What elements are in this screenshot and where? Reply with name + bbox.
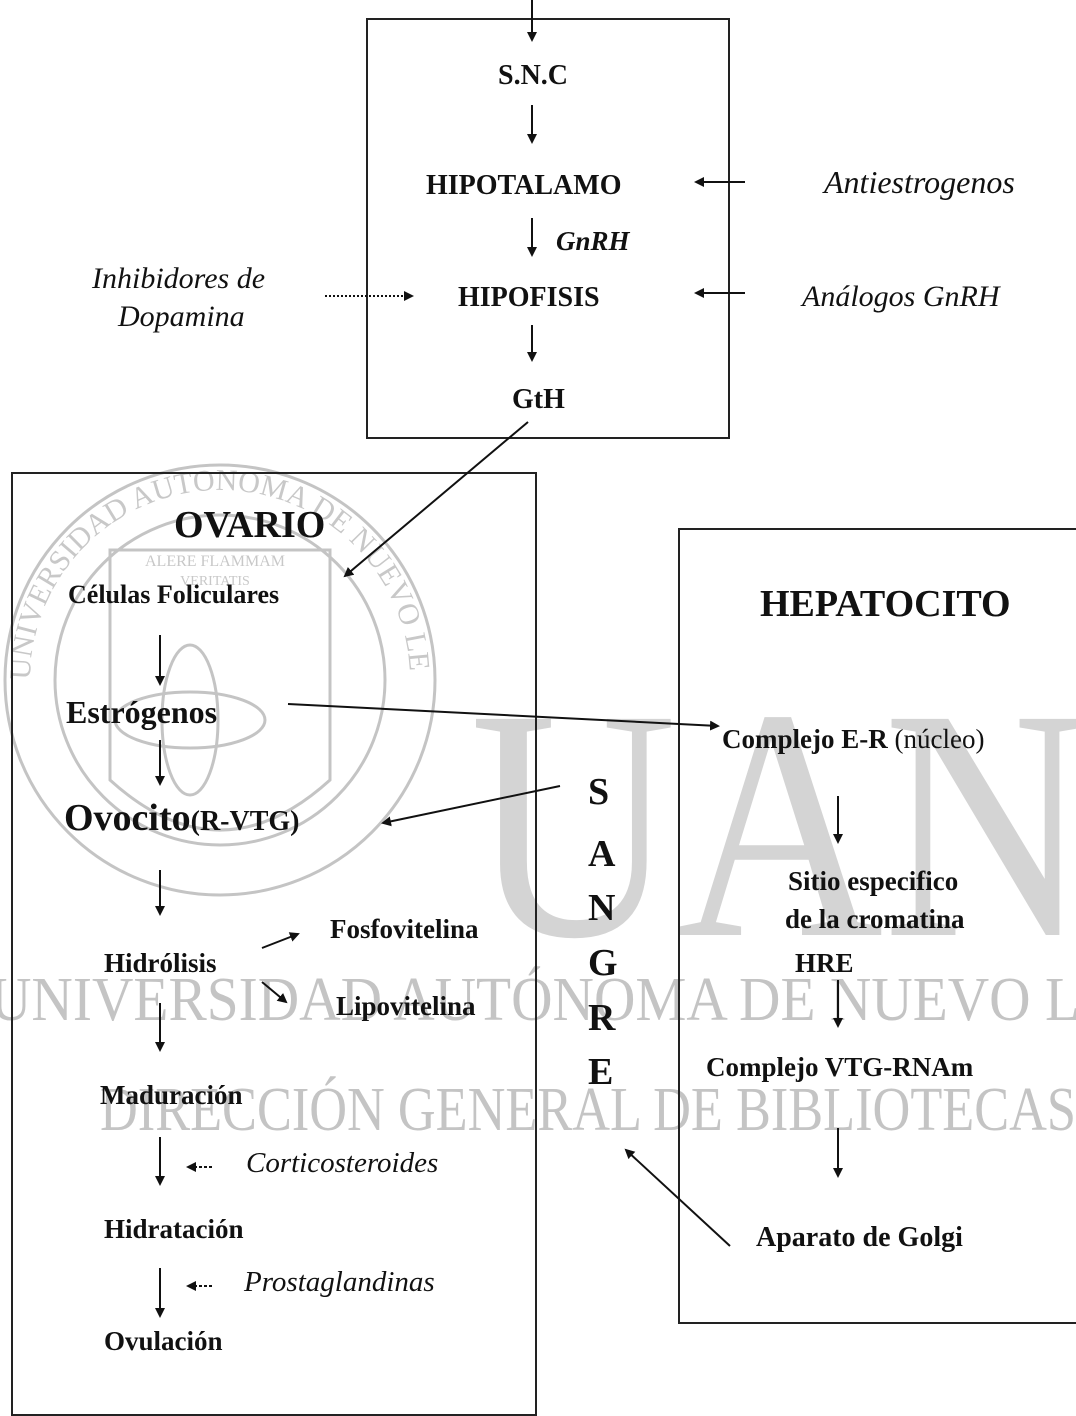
aparato-golgi-label: Aparato de Golgi bbox=[756, 1222, 963, 1253]
arrow-lipovitelina bbox=[261, 981, 288, 1004]
sangre-letter-r: R bbox=[588, 997, 616, 1039]
hipotalamo-label: HIPOTALAMO bbox=[426, 170, 622, 201]
ovocito-word: Ovocito bbox=[64, 797, 191, 839]
estrogenos-label: Estrógenos bbox=[66, 694, 218, 730]
seal-motto-1: ALERE FLAMMAM bbox=[145, 553, 285, 570]
snc-label: S.N.C bbox=[498, 60, 569, 91]
sitio-especifico-line2: de la cromatina bbox=[785, 904, 965, 934]
antiestrogenos-label: Antiestrogenos bbox=[824, 164, 1015, 200]
sangre-letter-n: N bbox=[588, 887, 616, 929]
sangre-letter-s: S bbox=[588, 771, 610, 813]
ovulacion-label: Ovulación bbox=[104, 1326, 223, 1356]
watermark-line-2: DIRECCIÓN GENERAL DE BIBLIOTECAS bbox=[100, 1076, 1076, 1144]
prostaglandinas-label: Prostaglandinas bbox=[244, 1266, 435, 1298]
corticosteroides-label: Corticosteroides bbox=[246, 1147, 439, 1179]
sangre-letter-a: A bbox=[588, 833, 616, 875]
hidrolisis-label: Hidrólisis bbox=[104, 948, 217, 978]
hre-label: HRE bbox=[795, 948, 854, 978]
arrow-estrogenos-complejo bbox=[287, 703, 720, 731]
hipofisis-label: HIPOFISIS bbox=[458, 282, 600, 313]
sitio-especifico-line1: Sitio especifico bbox=[788, 866, 959, 896]
sangre-letter-e: E bbox=[588, 1051, 614, 1093]
ovocito-label: Ovocito(R-VTG) bbox=[64, 796, 300, 840]
arrow-fosfovitelina bbox=[261, 932, 300, 949]
celulas-foliculares-label: Células Foliculares bbox=[68, 580, 280, 609]
university-seal bbox=[3, 463, 437, 897]
analogos-gnrh-label: Análogos GnRH bbox=[802, 280, 1000, 313]
hidratacion-label: Hidratación bbox=[104, 1214, 244, 1244]
arrow-golgi-sangre bbox=[624, 1148, 731, 1247]
ovario-title: OVARIO bbox=[174, 504, 326, 546]
nucleo-text: (núcleo) bbox=[894, 724, 985, 754]
arrow-gth-ovario bbox=[343, 421, 529, 578]
ovocito-receptor: (R-VTG) bbox=[190, 806, 300, 837]
hepatocito-title: HEPATOCITO bbox=[760, 583, 1011, 625]
complejo-er-text: Complejo E-R bbox=[722, 724, 888, 754]
gnrh-label: GnRH bbox=[556, 226, 630, 256]
seal-motto-2: VERITATIS bbox=[180, 574, 250, 589]
brain-box bbox=[366, 18, 730, 439]
sangre-letter-g: G bbox=[588, 942, 618, 984]
hepatocito-box bbox=[678, 528, 1076, 1324]
inhibidores-label-line2: Dopamina bbox=[118, 300, 245, 333]
gth-label: GtH bbox=[512, 384, 565, 415]
complejo-vtg-label: Complejo VTG-RNAm bbox=[706, 1052, 974, 1082]
watermark-big-letters: UAN bbox=[470, 642, 1076, 1007]
arrow-sangre-ovocito bbox=[381, 785, 561, 827]
inhibidores-label-line1: Inhibidores de bbox=[92, 262, 266, 295]
maduracion-label: Maduración bbox=[100, 1080, 243, 1110]
lipovitelina-label: Lipovitelina bbox=[336, 991, 476, 1021]
watermark-line-1: UNIVERSIDAD AUTÓNOMA DE NUEVO L bbox=[0, 966, 1076, 1034]
complejo-er-label: Complejo E-R (núcleo) bbox=[722, 724, 984, 755]
fosfovitelina-label: Fosfovitelina bbox=[330, 914, 479, 944]
